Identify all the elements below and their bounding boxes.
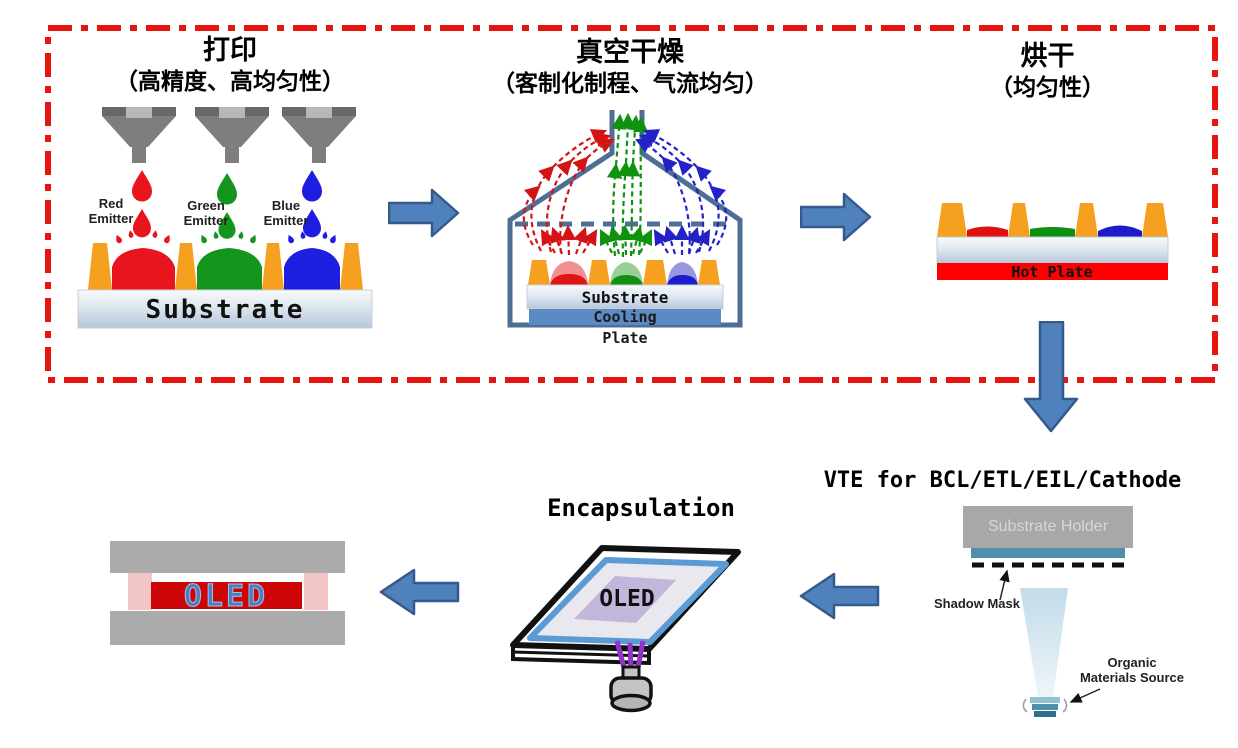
hot-plate-label: Hot Plate [1011,263,1092,281]
glass-edge-line [512,650,650,658]
baking-banks [937,203,1168,237]
red-dashed-frame [45,25,1218,383]
baking-title: 烘干 （均匀性） [935,40,1160,101]
encap-oled-label: OLED [599,586,654,612]
seal-left [128,573,152,610]
substrate-slab [77,289,373,329]
evaporation-beam [1020,588,1068,697]
vacuum-title: 真空干燥 （客制化制程、气流均匀） [455,36,805,97]
blue-flow-arrows [635,129,728,255]
red-emitter-label: Red Emitter [88,196,134,226]
printing-graphic: Substrate [77,107,373,329]
substrate-holder: Substrate Holder [963,506,1133,548]
printing-title-main: 打印 [203,35,257,65]
pixel-banks [88,243,363,290]
substrate-holder-label: Substrate Holder [987,518,1109,535]
process-arrow-2 [800,192,872,242]
drying-blue-dome [667,262,698,285]
frame-rect [45,25,1218,383]
organic-source-pointer-arrow [1069,688,1101,703]
uv-rays [614,640,646,670]
drying-red-dome [550,261,588,285]
blue-well [284,230,340,290]
vte-graphic [972,562,1125,717]
substrate-label: Substrate [146,295,305,325]
process-arrow-4 [379,568,460,616]
organic-source [1022,697,1068,717]
chamber-substrate [526,284,724,310]
left-arrow-icon [379,568,460,616]
baking-graphic: Hot Plate [936,203,1169,281]
dried-blue-layer [1098,225,1142,237]
right-arrow-icon [800,192,872,242]
green-flow-arrows [600,112,652,258]
vacuum-chamber-graphic: Substrate Cooling Plate [507,110,743,347]
held-substrate [971,548,1125,558]
vte-title: VTE for BCL/ETL/EIL/Cathode [823,468,1182,493]
uv-lamp [609,665,653,713]
dried-green-layer [1030,227,1075,237]
vacuum-title-main: 真空干燥 [576,37,684,67]
dried-red-layer [967,226,1008,237]
blue-emitter-label: Blue Emitter [263,198,309,228]
green-well [197,230,262,290]
shadow-mask-pointer-arrow [999,569,1010,601]
baking-title-sub: （均匀性） [990,73,1105,100]
organic-source-label: Organic Materials Source [1079,655,1185,685]
chamber-banks [528,260,720,285]
shadow-mask-label: Shadow Mask [934,596,1020,611]
chamber-substrate-label: Substrate [582,288,669,307]
red-well [112,229,175,290]
right-arrow-icon [388,188,460,238]
vacuum-title-sub: （客制化制程、气流均匀） [492,69,768,96]
left-arrow-icon [799,572,880,620]
seal-right [304,573,328,610]
green-emitter-label: Green Emitter [183,198,229,228]
oled-area [574,576,676,623]
process-arrow-3 [799,572,880,620]
printing-title: 打印 （高精度、高均匀性） [85,34,375,95]
oled-stack [151,582,302,609]
cooling-label: Cooling [593,308,656,326]
final-oled-label: OLED [184,579,268,614]
red-flow-arrows [522,129,615,256]
final-device-graphic: OLED [110,541,345,645]
process-arrow-1 [388,188,460,238]
bottom-glass [110,611,345,645]
baking-substrate [936,236,1169,264]
hot-plate [937,263,1168,280]
encapsulation-title: Encapsulation [547,494,735,522]
baking-title-main: 烘干 [1020,41,1075,71]
top-cover-glass [110,541,345,573]
drying-green-dome [610,262,643,285]
encapsulation-graphic: OLED [510,545,741,713]
cooling-plate [529,309,721,325]
printing-title-sub: （高精度、高均匀性） [115,67,345,94]
plate-label: Plate [602,329,647,347]
down-arrow-icon [1023,321,1079,433]
printer-nozzles [102,107,356,163]
process-arrow-down [1023,321,1079,433]
